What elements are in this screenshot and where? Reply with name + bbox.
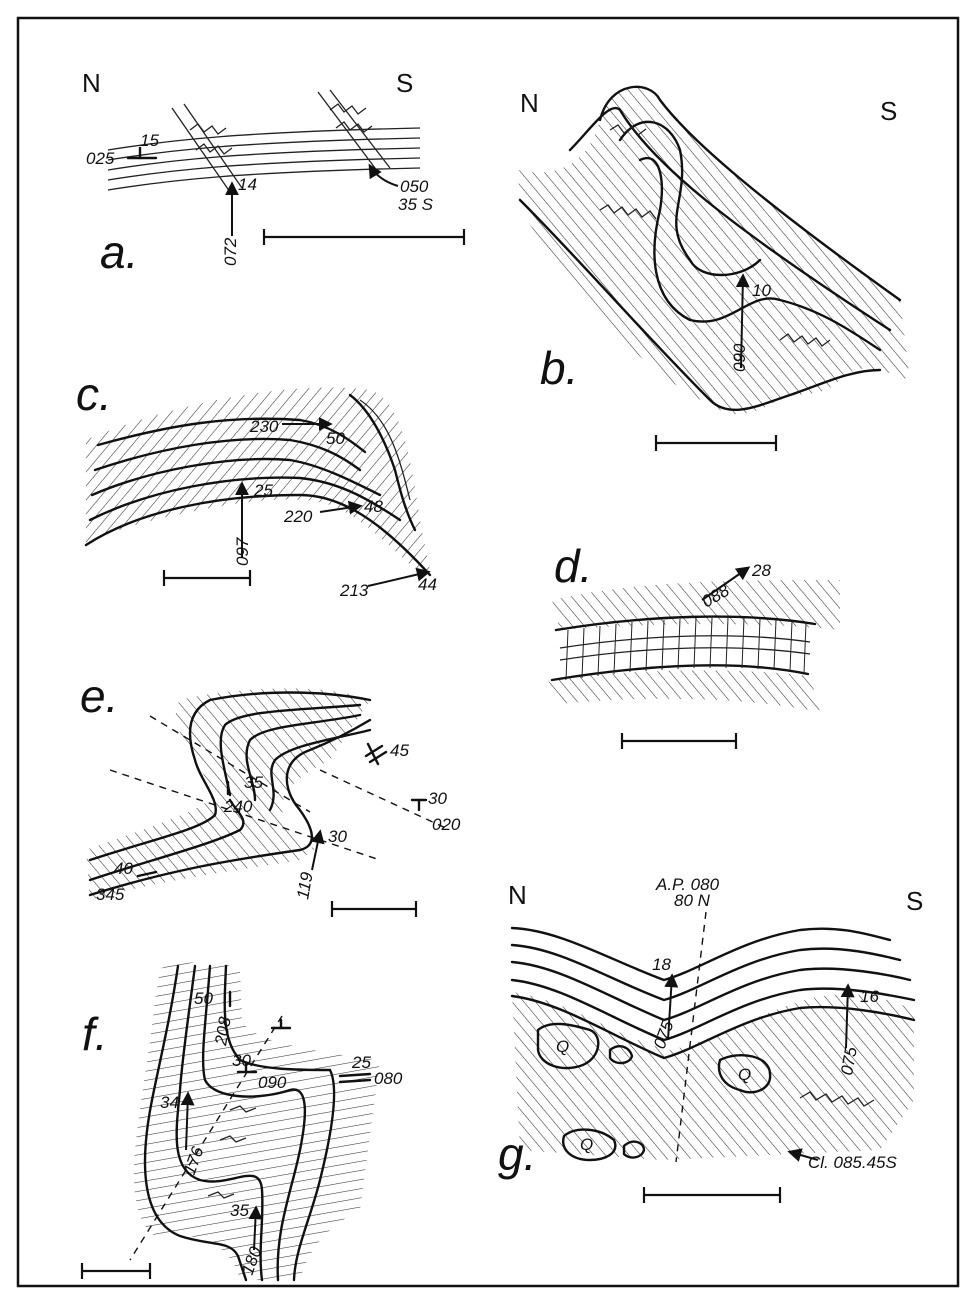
panel-c-label-7: 44 bbox=[418, 575, 437, 594]
panel-d: 088 28 d. bbox=[548, 540, 840, 749]
panel-a-letter: a. bbox=[100, 226, 138, 278]
panel-e-label-2: 240 bbox=[223, 797, 253, 816]
panel-g-letter: g. bbox=[498, 1128, 536, 1180]
panel-c-letter: c. bbox=[76, 368, 112, 420]
panel-g-cleavage-label: Cl. 085.45S bbox=[808, 1153, 897, 1172]
panel-e-label-4: 020 bbox=[432, 815, 461, 834]
panel-g-south-label: S bbox=[906, 886, 923, 916]
panel-d-letter: d. bbox=[554, 540, 592, 592]
panel-a-label-2: 14 bbox=[238, 175, 257, 194]
panel-g-axial-dip-label: 80 N bbox=[674, 891, 711, 910]
panel-b-north-label: N bbox=[520, 88, 539, 118]
panel-e-label-8: 119 bbox=[293, 870, 317, 901]
panel-a-label-3: 072 bbox=[221, 237, 240, 266]
panel-c: 230 50 25 097 220 48 213 44 c. bbox=[76, 368, 437, 600]
panel-c-label-5: 48 bbox=[364, 497, 383, 516]
panel-e-label-1: 35 bbox=[244, 773, 263, 792]
panel-a: N S 025 15 14 072 050 35 S a. bbox=[82, 68, 464, 278]
panel-f-label-6: 34 bbox=[160, 1093, 179, 1112]
panel-f-label-8: 35 bbox=[230, 1201, 249, 1220]
panel-e-label-5: 30 bbox=[328, 827, 347, 846]
panel-c-label-0: 230 bbox=[249, 417, 279, 436]
panel-d-label-1: 28 bbox=[751, 561, 771, 580]
panel-b-south-label: S bbox=[880, 96, 897, 126]
panel-a-north-label: N bbox=[82, 68, 101, 98]
panel-b-label-0: 10 bbox=[752, 281, 771, 300]
panel-e-letter: e. bbox=[80, 670, 118, 722]
panel-a-label-1: 15 bbox=[140, 131, 159, 150]
panel-e-label-3: 30 bbox=[428, 789, 447, 808]
panel-g-outcrop-label-3: Q bbox=[738, 1065, 751, 1084]
panel-g-label-2: 16 bbox=[860, 987, 879, 1006]
panel-f-letter: f. bbox=[82, 1008, 108, 1060]
panel-g-label-0: 18 bbox=[652, 955, 671, 974]
panel-b-label-1: 090 bbox=[730, 343, 749, 372]
panel-c-label-2: 25 bbox=[253, 481, 273, 500]
panel-c-label-3: 097 bbox=[233, 537, 252, 566]
panel-g-north-label: N bbox=[508, 880, 527, 910]
panel-f: 50 208 30 090 25 080 34 176 35 180 f. bbox=[82, 963, 403, 1281]
panel-e-label-0: 45 bbox=[390, 741, 409, 760]
panel-e: 45 35 240 30 020 30 40 345 119 e. bbox=[80, 670, 461, 917]
panel-f-label-5: 080 bbox=[374, 1069, 403, 1088]
panel-g-outcrop-label-1: Q bbox=[556, 1037, 569, 1056]
panel-e-label-6: 40 bbox=[114, 859, 133, 878]
panel-g-outcrop-label-4: Q bbox=[580, 1135, 593, 1154]
panel-f-label-4: 25 bbox=[351, 1053, 371, 1072]
panel-f-label-3: 090 bbox=[258, 1073, 287, 1092]
panel-a-label-0: 025 bbox=[86, 149, 115, 168]
panel-g-label-1: 075 bbox=[650, 1018, 678, 1052]
panel-g: N S A.P. 080 80 N Q Q Q 18 075 16 075 Cl… bbox=[498, 875, 923, 1203]
panel-c-label-6: 213 bbox=[339, 581, 369, 600]
panel-c-label-1: 50 bbox=[326, 429, 345, 448]
panel-b: N S 10 090 b. bbox=[518, 87, 910, 451]
panel-a-label-4: 050 bbox=[400, 177, 429, 196]
panel-a-south-label: S bbox=[396, 68, 413, 98]
panel-b-letter: b. bbox=[540, 342, 578, 394]
panel-e-label-7: 345 bbox=[96, 885, 125, 904]
panel-f-label-0: 50 bbox=[194, 989, 213, 1008]
panel-f-label-2: 30 bbox=[232, 1051, 251, 1070]
panel-c-label-4: 220 bbox=[283, 507, 313, 526]
panel-a-label-5: 35 S bbox=[398, 195, 434, 214]
panel-d-lower-hatch bbox=[548, 670, 820, 712]
